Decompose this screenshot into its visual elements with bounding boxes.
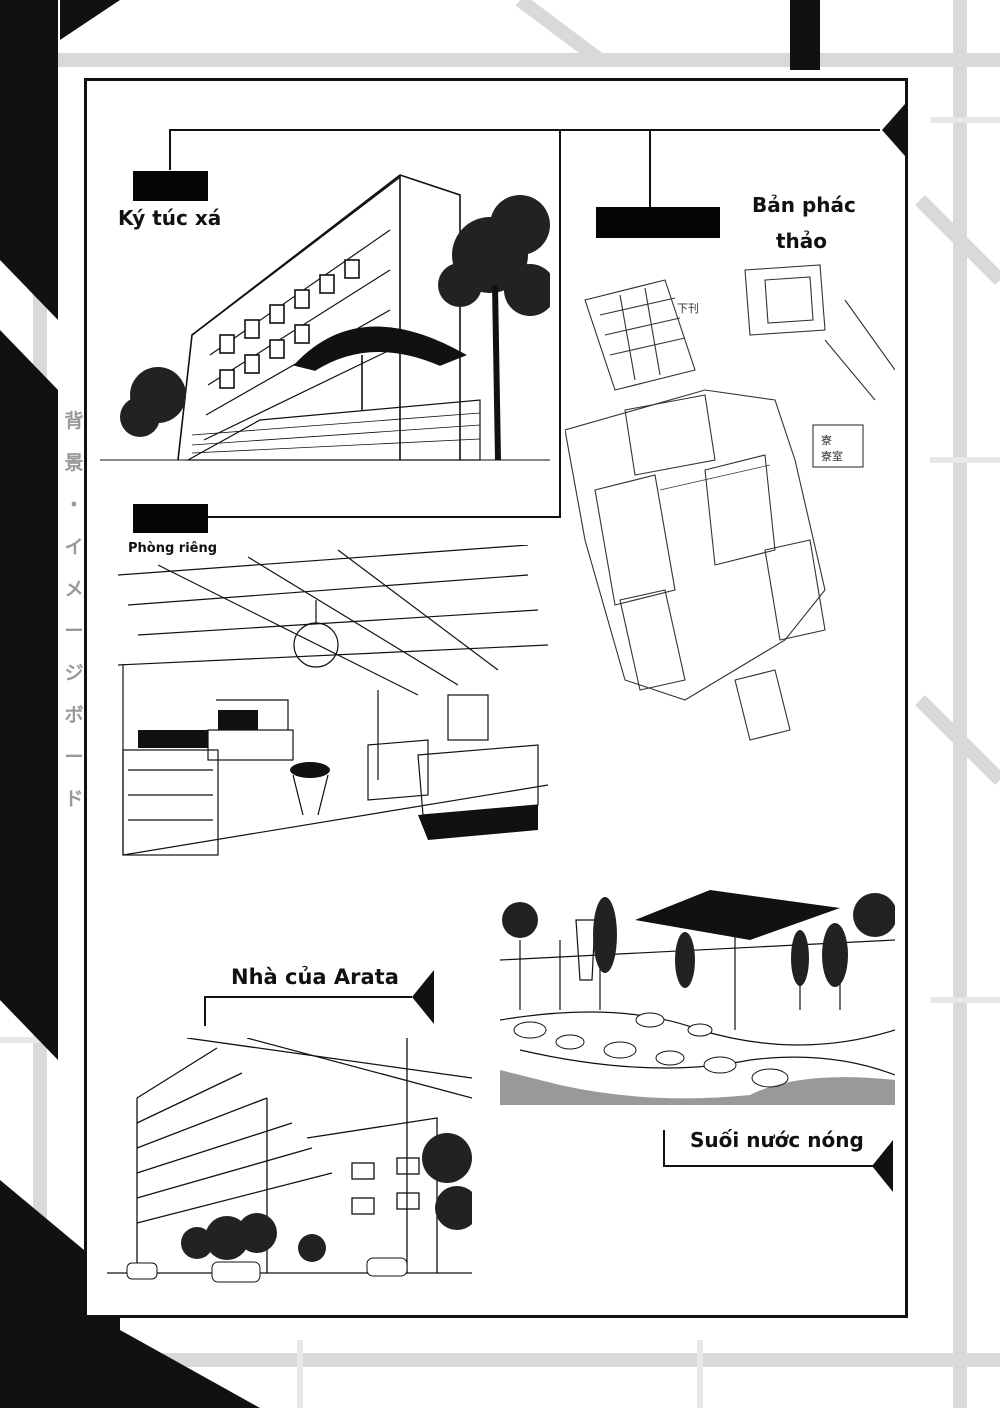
side-char: ボ — [64, 704, 84, 726]
side-char: ド — [64, 788, 84, 810]
label-arata-house: Nhà của Arata — [231, 965, 399, 989]
side-char: 背 — [64, 410, 84, 432]
label-private-room: Phòng riêng — [128, 541, 218, 556]
redaction-bar — [596, 207, 720, 238]
side-char: ー — [64, 746, 84, 768]
side-char: 景 — [64, 452, 84, 474]
side-char: ジ — [64, 662, 84, 684]
room-illustration — [117, 545, 548, 856]
side-char: ・ — [64, 494, 84, 516]
arata-house-illustration — [107, 1038, 472, 1283]
label-sketch-line2: thảo — [776, 229, 828, 253]
side-char: ー — [64, 620, 84, 642]
arrow-icon — [882, 104, 905, 156]
redaction-bar — [133, 504, 208, 533]
side-char: メ — [64, 578, 84, 600]
sketch-note: 寮 — [821, 433, 832, 447]
arrow-icon — [412, 970, 434, 1024]
sketch-illustration: 下刊 寮 寮室 — [565, 264, 895, 741]
sketch-note: 寮室 — [821, 449, 843, 463]
side-title: 背 景 ・ イ メ ー ジ ボ ー ド — [62, 400, 86, 820]
label-hot-spring: Suối nước nóng — [690, 1128, 864, 1152]
hotspring-illustration — [500, 890, 895, 1105]
arrow-icon — [872, 1140, 893, 1192]
label-sketch-line1: Bản phác — [752, 193, 856, 217]
dorm-illustration — [100, 174, 550, 461]
side-char: イ — [64, 536, 84, 558]
redaction-bar — [133, 171, 208, 201]
sketch-note: 下刊 — [677, 302, 699, 315]
label-dorm: Ký túc xá — [118, 206, 222, 230]
